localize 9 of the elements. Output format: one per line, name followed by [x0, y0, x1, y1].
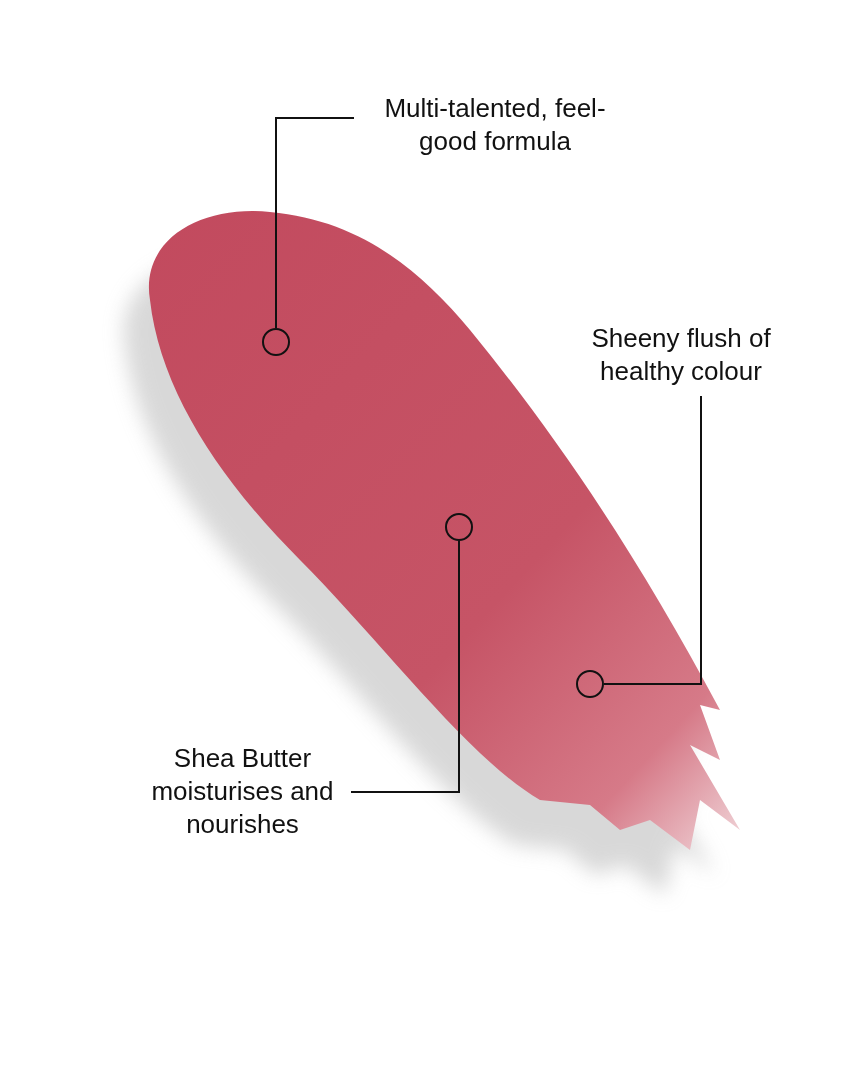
leader-line — [275, 117, 355, 329]
callout-text: Sheeny flush of healthy colour — [566, 322, 796, 388]
callout-point-circle — [445, 513, 473, 541]
callout-point-circle — [576, 670, 604, 698]
callout-text: Multi-talented, feel-good formula — [360, 92, 630, 158]
callout-point-circle — [262, 328, 290, 356]
leader-line — [603, 395, 702, 685]
leader-line — [350, 540, 460, 793]
callout-text: Shea Butter moisturises and nourishes — [140, 742, 345, 841]
